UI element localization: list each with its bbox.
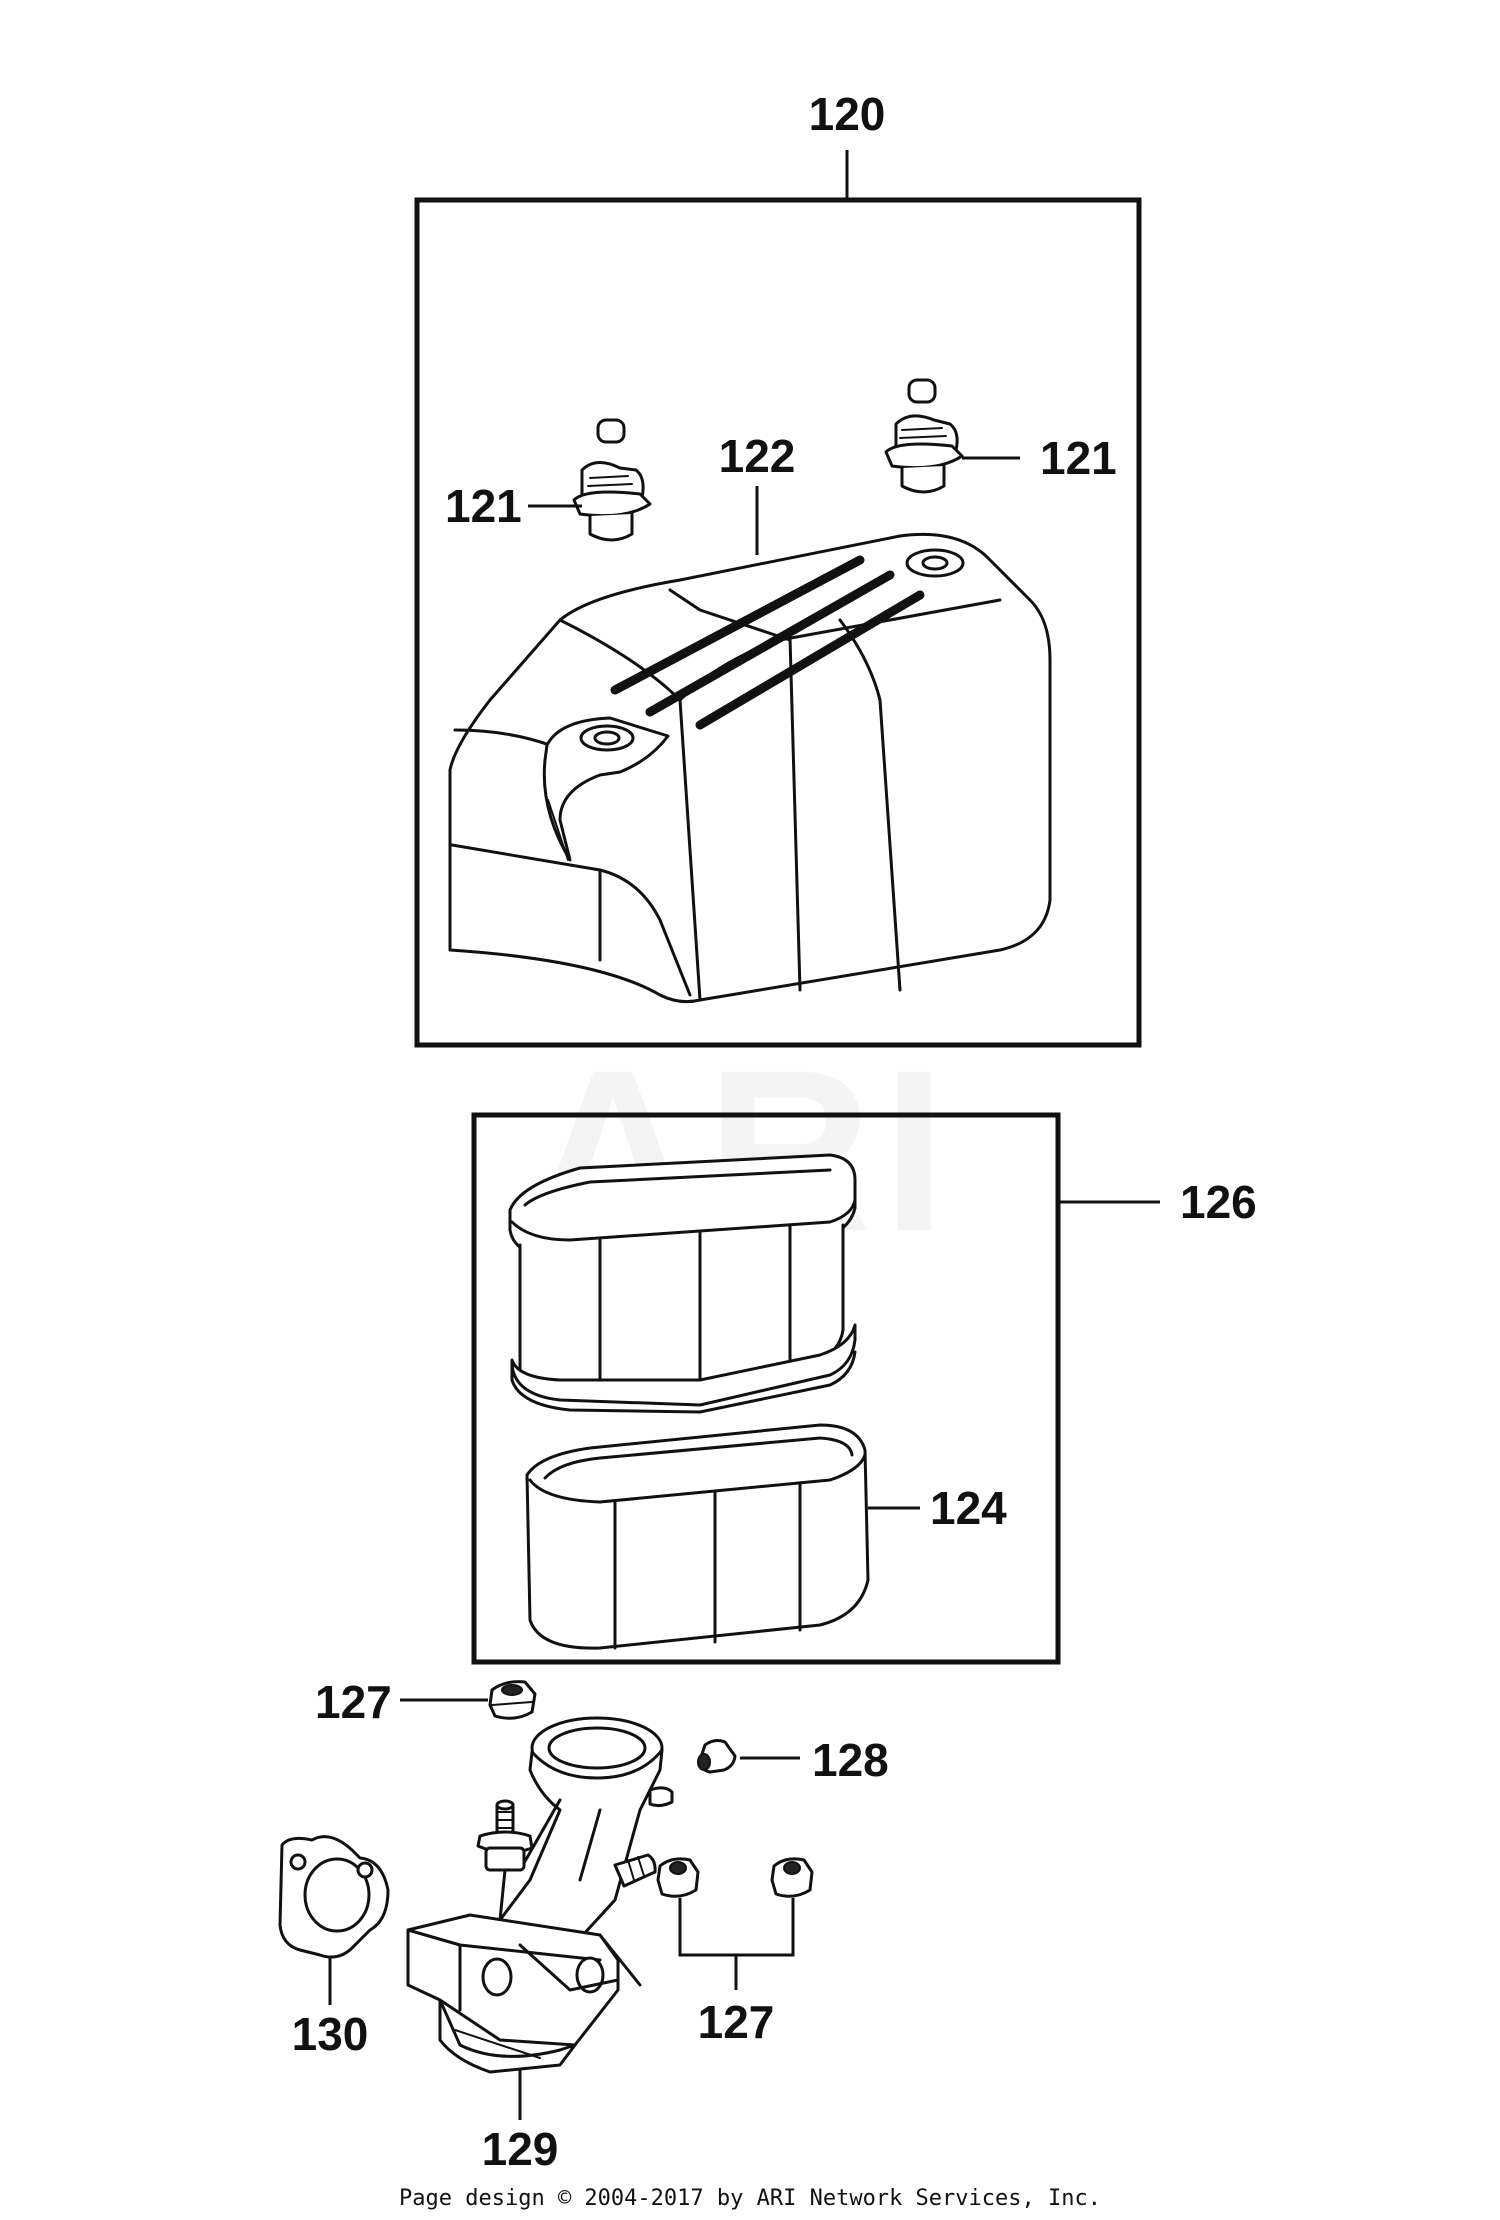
callout-126[interactable]: 126 <box>1180 1176 1257 1228</box>
plug <box>697 1739 737 1774</box>
callout-130[interactable]: 130 <box>292 2008 369 2060</box>
footer-copyright: Page design © 2004-2017 by ARI Network S… <box>399 2186 1101 2211</box>
air-cleaner-base <box>406 1716 674 2074</box>
wing-nut-left <box>572 418 652 542</box>
air-filter-element <box>508 1153 857 1414</box>
air-cleaner-cover <box>448 532 1052 1004</box>
callout-127-top[interactable]: 127 <box>315 1676 392 1728</box>
pre-cleaner <box>525 1423 870 1650</box>
callout-127-bottom[interactable]: 127 <box>698 1996 775 2048</box>
callout-122[interactable]: 122 <box>719 430 796 482</box>
cover-assembly-frame <box>414 197 1142 1048</box>
hex-nut-bottom-right <box>770 1857 814 1898</box>
callout-124[interactable]: 124 <box>930 1482 1007 1534</box>
wing-nut-right <box>884 378 964 494</box>
leader-127-bottom-bracket <box>678 1898 795 1957</box>
callout-129[interactable]: 129 <box>482 2123 559 2175</box>
callout-121-right[interactable]: 121 <box>1040 432 1117 484</box>
filter-assembly-box: 126 <box>471 1112 1257 1665</box>
filter-assembly-frame <box>471 1112 1061 1665</box>
callout-128[interactable]: 128 <box>812 1734 889 1786</box>
callout-121-left[interactable]: 121 <box>445 480 522 532</box>
callout-120[interactable]: 120 <box>809 88 886 140</box>
hex-nut-bottom-left <box>656 1857 700 1898</box>
cover-assembly-box: 120 <box>414 88 1142 1048</box>
hex-nut-top <box>488 1680 537 1720</box>
gasket <box>278 1835 390 1959</box>
